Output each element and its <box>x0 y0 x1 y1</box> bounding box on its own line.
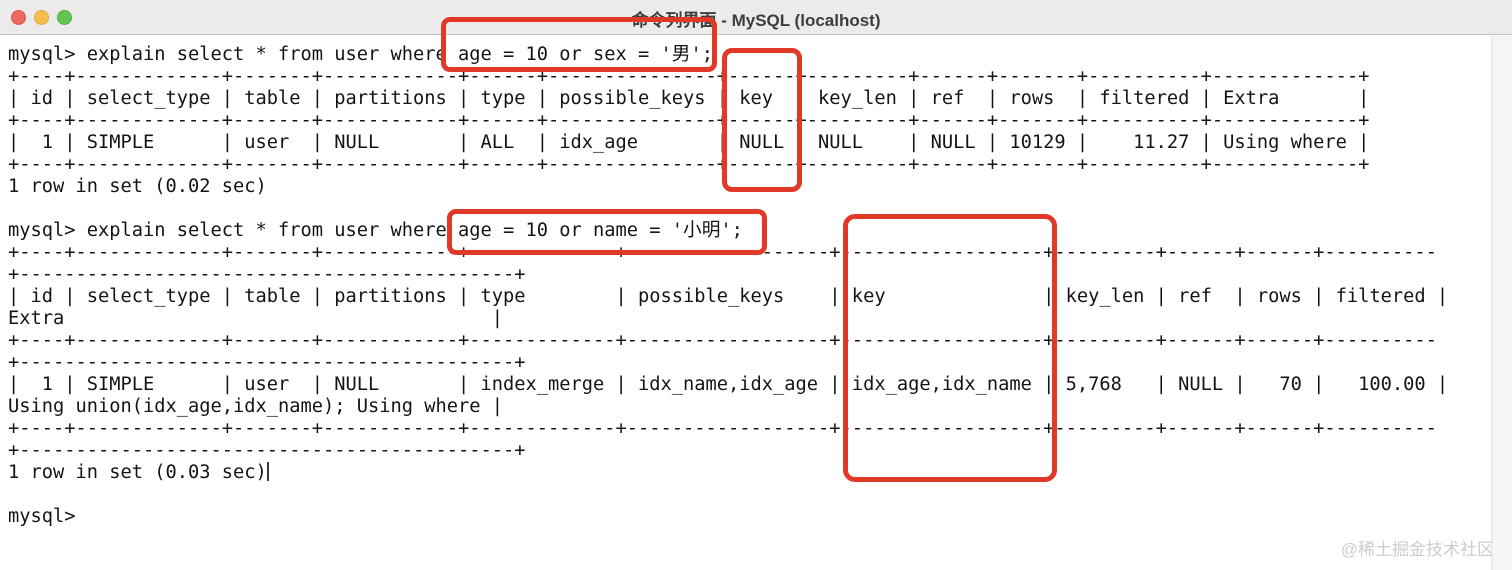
terminal-line-prompt: mysql> <box>8 506 76 527</box>
terminal-line-row-wrap: Using union(idx_age,idx_name); Using whe… <box>8 396 504 417</box>
terminal-line-status: 1 row in set (0.02 sec) <box>8 176 267 197</box>
terminal-line-status: 1 row in set (0.03 sec) <box>8 462 1512 484</box>
terminal-line-row: | 1 | SIMPLE | user | NULL | index_merge… <box>8 374 1449 395</box>
terminal-line-border: +----+-------------+-------+------------… <box>8 418 1437 439</box>
annotation-box-key-column-2 <box>843 214 1057 482</box>
minimize-button[interactable] <box>34 10 49 25</box>
close-button[interactable] <box>11 10 26 25</box>
terminal-line-border: +----+-------------+-------+------------… <box>8 330 1437 351</box>
status-text: 1 row in set (0.03 sec) <box>8 462 267 483</box>
scrollbar-track[interactable] <box>1491 35 1512 570</box>
title-bar: 命令列界面 - MySQL (localhost) <box>0 0 1512 35</box>
terminal-line-header-wrap: Extra | <box>8 308 504 329</box>
terminal-line-command-2: mysql> explain select * from user where … <box>8 220 743 241</box>
terminal-line-command-1: mysql> explain select * from user where … <box>8 44 713 65</box>
terminal-line-header: | id | select_type | table | partitions … <box>8 286 1449 307</box>
watermark: @稀土掘金技术社区 <box>1340 540 1494 559</box>
text-cursor <box>266 462 269 481</box>
terminal-line-border: +----+-------------+-------+------------… <box>8 110 1370 131</box>
terminal-line-border: +----+-------------+-------+------------… <box>8 66 1370 87</box>
terminal-line-border-wrap: +---------------------------------------… <box>8 352 526 373</box>
annotation-box-name-condition <box>447 209 767 255</box>
terminal-content[interactable]: mysql> explain select * from user where … <box>0 35 1512 570</box>
terminal-line-border-wrap: +---------------------------------------… <box>8 264 526 285</box>
annotation-box-sex-condition <box>441 17 717 72</box>
zoom-button[interactable] <box>57 10 72 25</box>
traffic-lights <box>11 10 72 25</box>
terminal-line-border: +----+-------------+-------+------------… <box>8 154 1370 175</box>
annotation-box-key-column-1 <box>722 48 802 192</box>
terminal-line-blank <box>8 484 1512 506</box>
terminal-line-row: | 1 | SIMPLE | user | NULL | ALL | idx_a… <box>8 132 1370 153</box>
terminal-line-border-wrap: +---------------------------------------… <box>8 440 526 461</box>
window-title: 命令列界面 - MySQL (localhost) <box>631 11 881 30</box>
